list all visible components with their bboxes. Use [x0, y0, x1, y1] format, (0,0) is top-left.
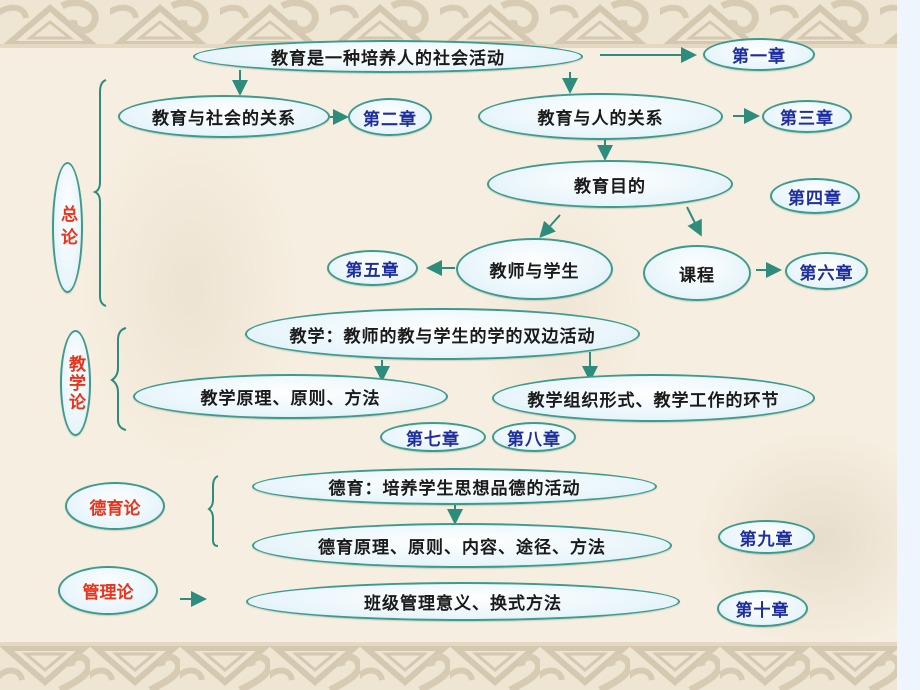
- node-moral-principles: 德育原理、原则、内容、途径、方法: [252, 523, 672, 568]
- section-management-theory: 管理论: [58, 566, 158, 615]
- node-moral-education: 德育：培养学生思想品德的活动: [252, 468, 657, 505]
- node-teaching-principles: 教学原理、原则、方法: [133, 374, 448, 419]
- node-root: 教育是一种培养人的社会活动: [193, 40, 583, 73]
- section-moral-theory: 德育论: [65, 482, 165, 530]
- node-curriculum: 课程: [643, 245, 751, 301]
- section-general: 总论: [52, 162, 83, 293]
- chapter-8: 第八章: [492, 422, 576, 452]
- node-edu-society: 教育与社会的关系: [118, 95, 330, 138]
- chapter-7: 第七章: [380, 422, 486, 452]
- chapter-4: 第四章: [770, 178, 860, 214]
- node-edu-aim: 教育目的: [487, 160, 733, 208]
- node-teaching-organization: 教学组织形式、教学工作的环节: [492, 374, 815, 422]
- chapter-6: 第六章: [785, 252, 868, 290]
- chapter-5: 第五章: [327, 250, 418, 286]
- decorative-bottom-border: [0, 642, 897, 690]
- node-teaching: 教学：教师的教与学生的学的双边活动: [245, 308, 640, 360]
- chapter-1: 第一章: [703, 38, 815, 71]
- section-teaching-theory: 教学论: [60, 330, 91, 436]
- chapter-3: 第三章: [762, 100, 852, 133]
- chapter-2: 第二章: [348, 98, 432, 136]
- chapter-9: 第九章: [718, 520, 815, 554]
- knot-pattern-icon: [0, 642, 897, 690]
- slide-canvas: 教育是一种培养人的社会活动 教育与社会的关系 教育与人的关系 教育目的 教师与学…: [0, 0, 897, 690]
- chapter-10: 第十章: [717, 590, 808, 627]
- node-edu-person: 教育与人的关系: [478, 93, 723, 140]
- node-teacher-student: 教师与学生: [456, 238, 613, 300]
- node-class-management: 班级管理意义、换式方法: [246, 582, 680, 621]
